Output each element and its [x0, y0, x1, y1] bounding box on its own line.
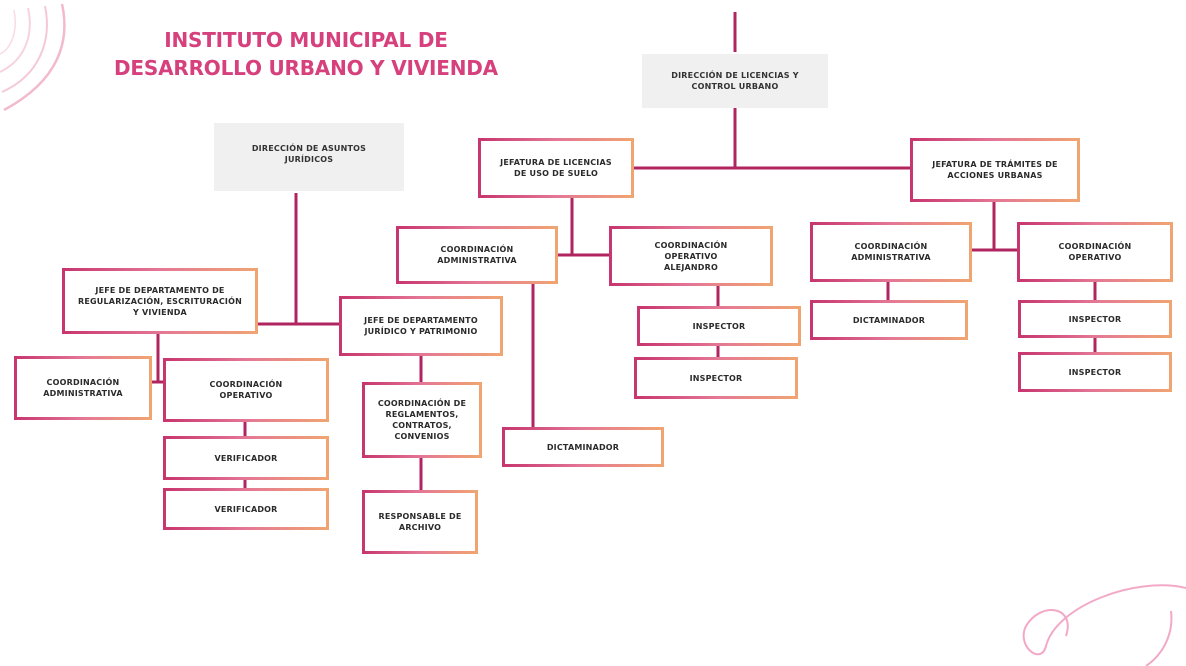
node-inspector-2: INSPECTOR: [634, 357, 798, 399]
swirl-decoration-top-left: [0, 3, 66, 112]
title-line-1: INSTITUTO MUNICIPAL DE: [164, 28, 448, 52]
node-coordinacion-administrativa-regularizacion: COORDINACIÓN ADMINISTRATIVA: [14, 356, 152, 420]
node-jefatura-tramites: JEFATURA DE TRÁMITES DE ACCIONES URBANAS: [910, 138, 1080, 202]
node-inspector-3: INSPECTOR: [1018, 300, 1172, 338]
node-jefe-regularizacion: JEFE DE DEPARTAMENTO DE REGULARIZACIÓN, …: [62, 268, 258, 334]
node-verificador-2: VERIFICADOR: [163, 488, 329, 530]
node-coordinacion-operativo-tramites: COORDINACIÓN OPERATIVO: [1017, 222, 1173, 282]
node-jefe-juridico-patrimonio: JEFE DE DEPARTAMENTO JURÍDICO Y PATRIMON…: [339, 296, 503, 356]
node-verificador-1: VERIFICADOR: [163, 436, 329, 480]
node-inspector-4: INSPECTOR: [1018, 352, 1172, 392]
page-title: INSTITUTO MUNICIPAL DE DESARROLLO URBANO…: [96, 26, 516, 82]
node-coordinacion-operativo-alejandro: COORDINACIÓN OPERATIVO ALEJANDRO: [609, 226, 773, 286]
node-direccion-asuntos-juridicos: DIRECCIÓN DE ASUNTOS JURÍDICOS: [214, 123, 404, 191]
node-coordinacion-reglamentos: COORDINACIÓN DE REGLAMENTOS, CONTRATOS, …: [362, 382, 482, 458]
node-coordinacion-administrativa-tramites: COORDINACIÓN ADMINISTRATIVA: [810, 222, 972, 282]
node-coordinacion-administrativa-licencias: COORDINACIÓN ADMINISTRATIVA: [396, 226, 558, 284]
node-jefatura-licencias-uso-suelo: JEFATURA DE LICENCIAS DE USO DE SUELO: [478, 138, 634, 198]
node-responsable-archivo: RESPONSABLE DE ARCHIVO: [362, 490, 478, 554]
title-line-2: DESARROLLO URBANO Y VIVIENDA: [114, 56, 498, 80]
swirl-decoration-bottom-right: [1022, 584, 1186, 666]
node-inspector-1: INSPECTOR: [637, 306, 801, 346]
node-coordinacion-operativo-regularizacion: COORDINACIÓN OPERATIVO: [163, 358, 329, 422]
node-dictaminador-2: DICTAMINADOR: [810, 300, 968, 340]
node-dictaminador-1: DICTAMINADOR: [502, 427, 664, 467]
node-direccion-licencias: DIRECCIÓN DE LICENCIAS Y CONTROL URBANO: [642, 54, 828, 108]
